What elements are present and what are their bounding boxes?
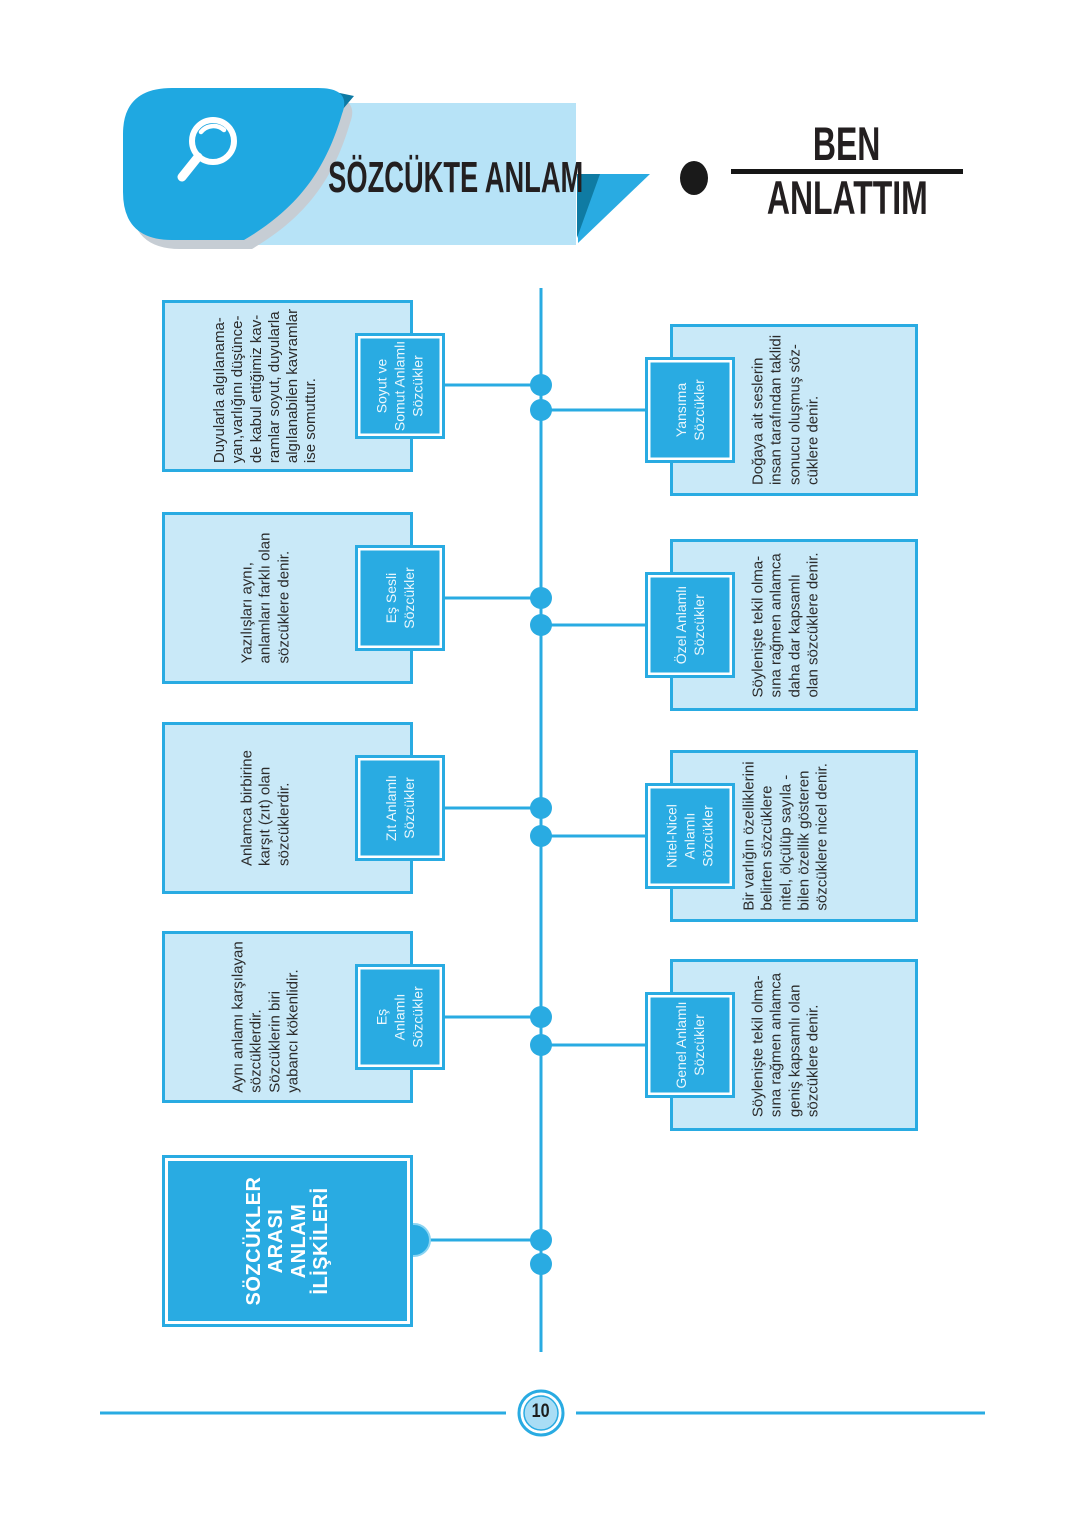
label-text: Yansıma Sözcükler (672, 379, 707, 441)
header-ribbon (123, 88, 708, 249)
label-text: Eş Sesli Sözcükler (382, 567, 417, 629)
footer-rule (100, 1389, 985, 1437)
label-box-zit-anlamli: Zıt Anlamlı Sözcükler (355, 755, 445, 861)
badge-line2: ANLATTIM (766, 171, 928, 225)
desc-text: Anlamca birbirine karşıt (zıt) olan sözc… (238, 750, 292, 866)
connector-dots (397, 374, 552, 1275)
desc-text: Aynı anlamı karşılayan sözcüklerdir. Söz… (228, 941, 301, 1093)
desc-text: Söylenişte tekil olma- sına rağmen anlam… (749, 972, 822, 1118)
badge-line1: BEN (813, 117, 881, 170)
label-box-genel-anlamli: Genel Anlamlı Sözcükler (645, 992, 735, 1098)
label-box-es-sesli: Eş Sesli Sözcükler (355, 545, 445, 651)
ben-anlattim-badge: BEN ANLATTIM (731, 117, 963, 225)
page-title-text: SÖZCÜKTE ANLAM (328, 153, 584, 202)
label-box-yansima: Yansıma Sözcükler (645, 357, 735, 463)
page-title: SÖZCÜKTE ANLAM (250, 156, 600, 200)
label-text: Genel Anlamlı Sözcükler (672, 1001, 707, 1089)
badge-divider (731, 169, 963, 175)
ribbon-fold-right (578, 174, 650, 243)
magnifier-icon (177, 117, 237, 182)
bullet-dot-icon (680, 161, 708, 195)
ribbon-blob (123, 88, 345, 240)
page-number: 10 (532, 1401, 550, 1422)
desc-text: Söylenişte tekil olma- sına rağmen anlam… (749, 552, 822, 698)
label-text: Nitel-Nicel Anlamlı Sözcükler (663, 804, 717, 868)
label-box-soyut-somut: Soyut ve Somut Anlamlı Sözcükler (355, 333, 445, 439)
label-text: Soyut ve Somut Anlamlı Sözcükler (373, 340, 427, 432)
label-text: Özel Anlamlı Sözcükler (672, 585, 707, 665)
label-box-ozel-anlamli: Özel Anlamlı Sözcükler (645, 572, 735, 678)
ribbon-fold-right-dark (577, 174, 600, 238)
desc-text: Bir varlığın özelliklerini belirten sözc… (740, 761, 831, 911)
label-text: Eş Anlamlı Sözcükler (373, 986, 427, 1048)
desc-text: Duyularla algılanama- yan,varlığını düşü… (210, 308, 320, 464)
desc-text: Yazılışları aynı, anlamları farklı olan … (238, 532, 292, 664)
root-box-sozcukler-arasi: SÖZCÜKLER ARASI ANLAM İLİŞKİLERİ (162, 1155, 413, 1327)
desc-text: Doğaya ait seslerin insan tarafından tak… (749, 334, 822, 486)
connector-lines (414, 288, 650, 1352)
label-box-nitel-nicel: Nitel-Nicel Anlamlı Sözcükler (645, 783, 735, 889)
label-box-es-anlamli: Eş Anlamlı Sözcükler (355, 964, 445, 1070)
root-box-label: SÖZCÜKLER ARASI ANLAM İLİŞKİLERİ (242, 1176, 332, 1306)
label-text: Zıt Anlamlı Sözcükler (382, 774, 417, 842)
